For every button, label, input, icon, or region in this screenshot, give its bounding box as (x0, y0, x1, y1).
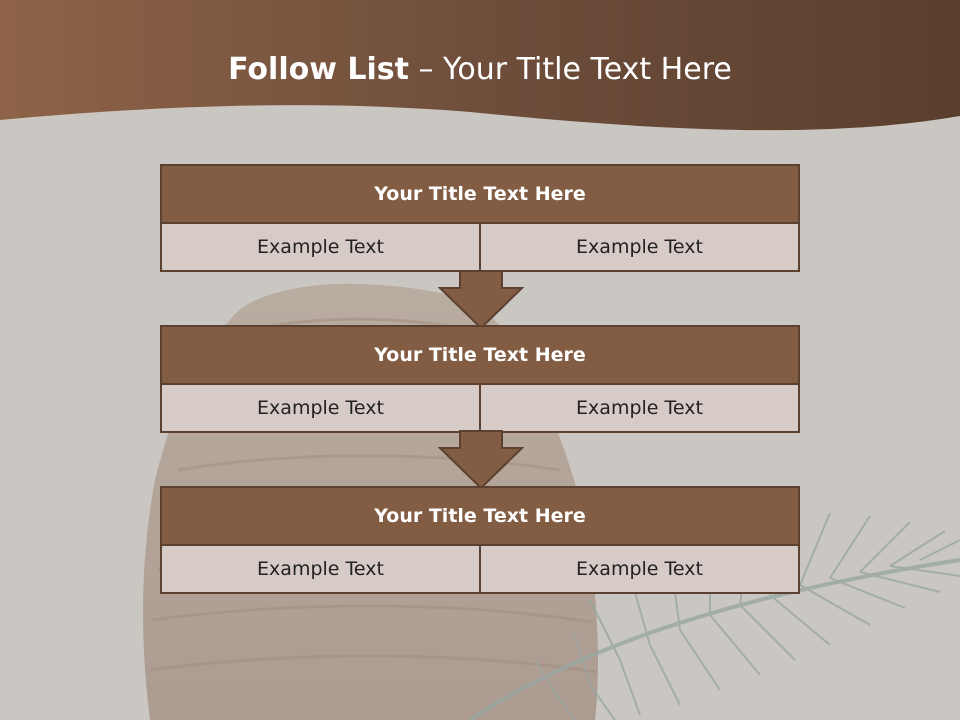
slide-title: Follow List – Your Title Text Here (0, 52, 960, 87)
list-block-1: Your Title Text Here Example Text Exampl… (160, 164, 800, 272)
block-row: Example Text Example Text (162, 546, 798, 592)
block-cell-right: Example Text (479, 224, 798, 270)
block-title: Your Title Text Here (162, 166, 798, 224)
block-cell-left: Example Text (257, 558, 384, 580)
block-cell-right: Example Text (479, 546, 798, 592)
block-row: Example Text Example Text (162, 224, 798, 270)
down-arrow-icon (438, 270, 524, 330)
block-title: Your Title Text Here (162, 488, 798, 546)
slide-title-rest: – Your Title Text Here (408, 52, 732, 87)
block-cell-left: Example Text (257, 397, 384, 419)
down-arrow-icon (438, 430, 524, 490)
block-cell-left: Example Text (257, 236, 384, 258)
slide-title-bold: Follow List (228, 52, 409, 87)
block-cell-right: Example Text (479, 385, 798, 431)
wavy-header-band (0, 0, 960, 131)
block-row: Example Text Example Text (162, 385, 798, 431)
block-title: Your Title Text Here (162, 327, 798, 385)
list-block-3: Your Title Text Here Example Text Exampl… (160, 486, 800, 594)
list-block-2: Your Title Text Here Example Text Exampl… (160, 325, 800, 433)
